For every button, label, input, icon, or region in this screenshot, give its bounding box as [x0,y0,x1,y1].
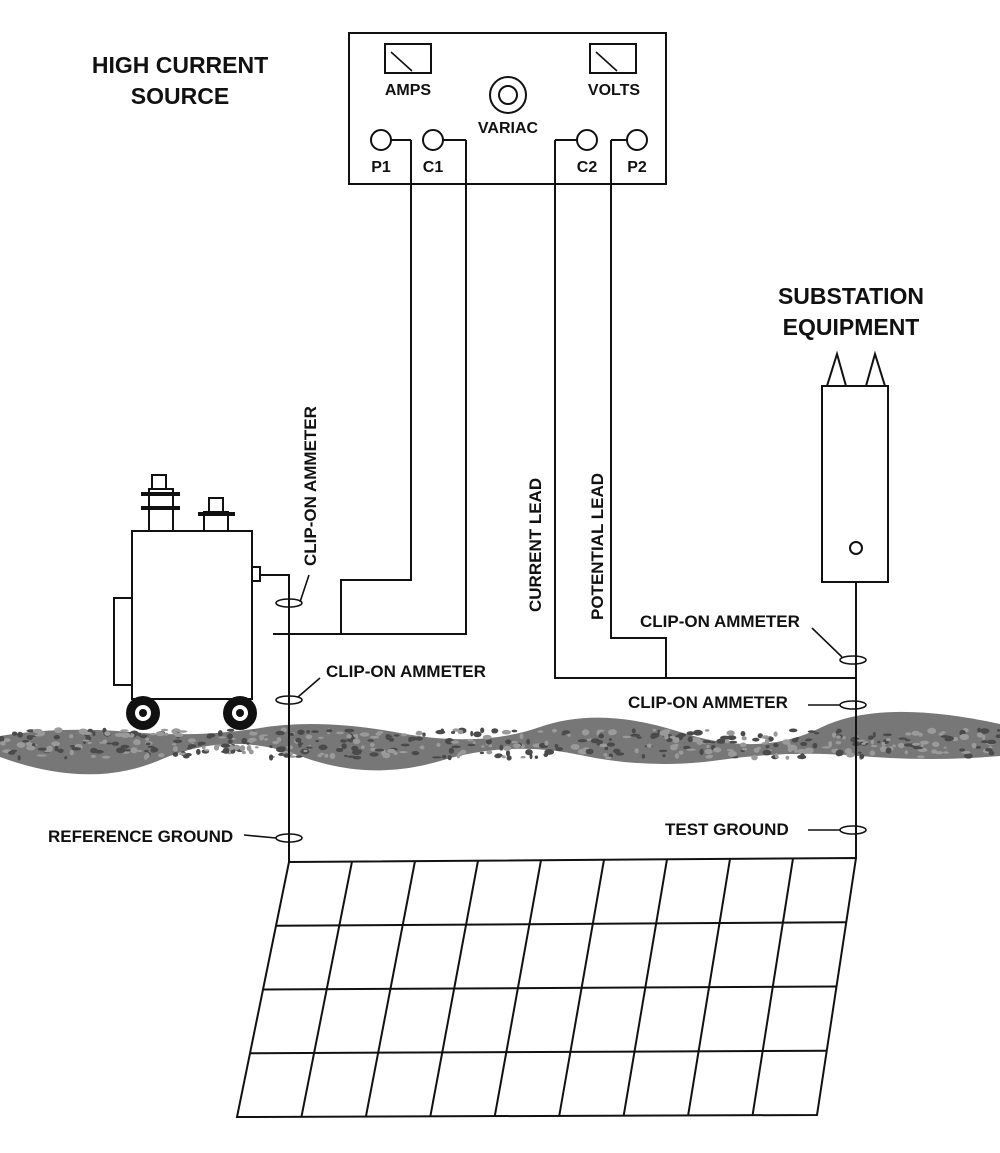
substation-title-line1: SUBSTATION [778,283,924,309]
terminal-p1-icon [370,129,392,151]
volts-label: VOLTS [588,82,640,99]
leads [252,140,857,862]
terminal-p1-label: P1 [371,159,391,176]
amps-meter-icon [384,43,432,74]
transformer-bushing-icon [198,497,235,532]
ground-grid [235,856,858,1119]
terminal-c2: C2 [555,129,598,176]
terminal-c1: C1 [422,129,466,176]
terminal-c1-icon [422,129,444,151]
high-current-source: HIGH CURRENT SOURCE AMPS VOLTS VARIAC P1 [92,32,667,185]
reference-ground-conductor [252,574,290,862]
variac-label: VARIAC [478,120,539,137]
transformer [113,474,261,730]
c2-current-lead [554,140,856,679]
amps-label: AMPS [385,82,432,99]
terminal-c1-label: C1 [423,159,444,176]
substation-bushing-icon [864,350,887,387]
substation-title-line2: EQUIPMENT [783,314,920,340]
clip-on-ammeter-icon [839,825,867,835]
terminal-p2-label: P2 [627,159,647,176]
clip-on-ammeter-right-lower-label: CLIP-ON AMMETER [628,693,788,712]
clip-on-ammeter-icon [839,655,867,665]
ground-grid-conductor [249,1049,827,1055]
clip-on-ammeter-icon [275,598,303,608]
terminal-c2-icon [576,129,598,151]
gravel-surface [0,711,1000,775]
variac-knob: VARIAC [478,76,539,137]
clip-on-ammeter-left-label: CLIP-ON AMMETER [326,662,486,681]
transformer-tank [131,530,253,700]
source-title-line2: SOURCE [131,83,229,109]
annotations: CLIP-ON AMMETER CLIP-ON AMMETER CURRENT … [48,406,800,846]
wheel-icon [126,696,160,730]
ground-grid-conductor [275,921,847,927]
amps-meter: AMPS [384,43,432,99]
leader-lines [243,574,843,839]
test-ground-label: TEST GROUND [665,820,789,839]
reference-ground-label: REFERENCE GROUND [48,827,233,846]
volts-meter: VOLTS [588,43,640,99]
terminal-p1: P1 [370,129,411,176]
terminal-p2: P2 [611,129,648,176]
potential-lead-label: POTENTIAL LEAD [588,473,607,620]
clip-on-ammeter-icon [275,695,303,705]
source-title-line1: HIGH CURRENT [92,52,268,78]
volts-meter-icon [589,43,637,74]
current-lead-label: CURRENT LEAD [526,478,545,612]
p1-potential-lead [340,140,412,634]
ground-grid-conductor [262,985,837,991]
ground-terminal-icon [849,541,863,555]
terminal-p2-icon [626,129,648,151]
terminal-c2-label: C2 [577,159,598,176]
p2-potential-lead [610,140,667,678]
c1-current-lead [273,140,467,635]
clip-on-ammeter-right-upper-label: CLIP-ON AMMETER [640,612,800,631]
clip-on-ammeter-icon [839,700,867,710]
wheel-icon [223,696,257,730]
substation-bushing-icon [825,350,848,387]
transformer-bushing-icon [141,474,180,532]
clip-on-ammeter-vertical-label: CLIP-ON AMMETER [301,406,320,566]
substation-equipment: SUBSTATION EQUIPMENT [778,283,924,583]
